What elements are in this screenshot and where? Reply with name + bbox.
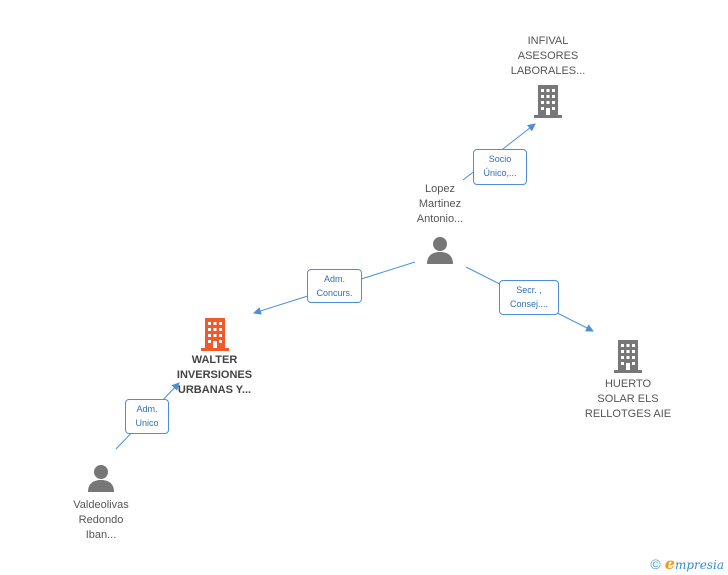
edge-label-adm-concurs[interactable]: Adm. Concurs. <box>307 269 362 303</box>
node-walter[interactable]: WALTER INVERSIONES URBANAS Y... <box>162 316 267 398</box>
node-lopez[interactable]: Lopez Martinez Antonio... <box>390 182 490 265</box>
edge-label-secr-consej[interactable]: Secr. , Consej.... <box>499 280 559 315</box>
building-icon <box>612 338 644 374</box>
node-label-huerto: HUERTO SOLAR ELS RELLOTGES AIE <box>584 378 672 420</box>
copyright-icon: © <box>650 555 661 572</box>
building-icon <box>532 83 564 119</box>
node-label-lopez: Lopez Martinez Antonio... <box>416 183 464 225</box>
edge-label-adm-unico[interactable]: Adm. Unico <box>125 399 169 434</box>
empresia-watermark: © empresia <box>650 554 724 573</box>
empresia-logo: empresia <box>664 554 724 573</box>
building-icon <box>199 316 231 352</box>
node-huerto[interactable]: HUERTO SOLAR ELS RELLOTGES AIE <box>578 338 678 422</box>
node-valdeolivas[interactable]: Valdeolivas Redondo Iban... <box>46 463 156 543</box>
person-icon <box>86 463 116 493</box>
edge-label-socio-unico[interactable]: Socio Único,... <box>473 149 527 185</box>
node-label-walter: WALTER INVERSIONES URBANAS Y... <box>176 354 253 396</box>
node-label-infival: INFIVAL ASESORES LABORALES... <box>510 35 586 77</box>
node-infival[interactable]: INFIVAL ASESORES LABORALES... <box>498 34 598 119</box>
node-label-valdeolivas: Valdeolivas Redondo Iban... <box>73 499 129 541</box>
person-icon <box>425 235 455 265</box>
